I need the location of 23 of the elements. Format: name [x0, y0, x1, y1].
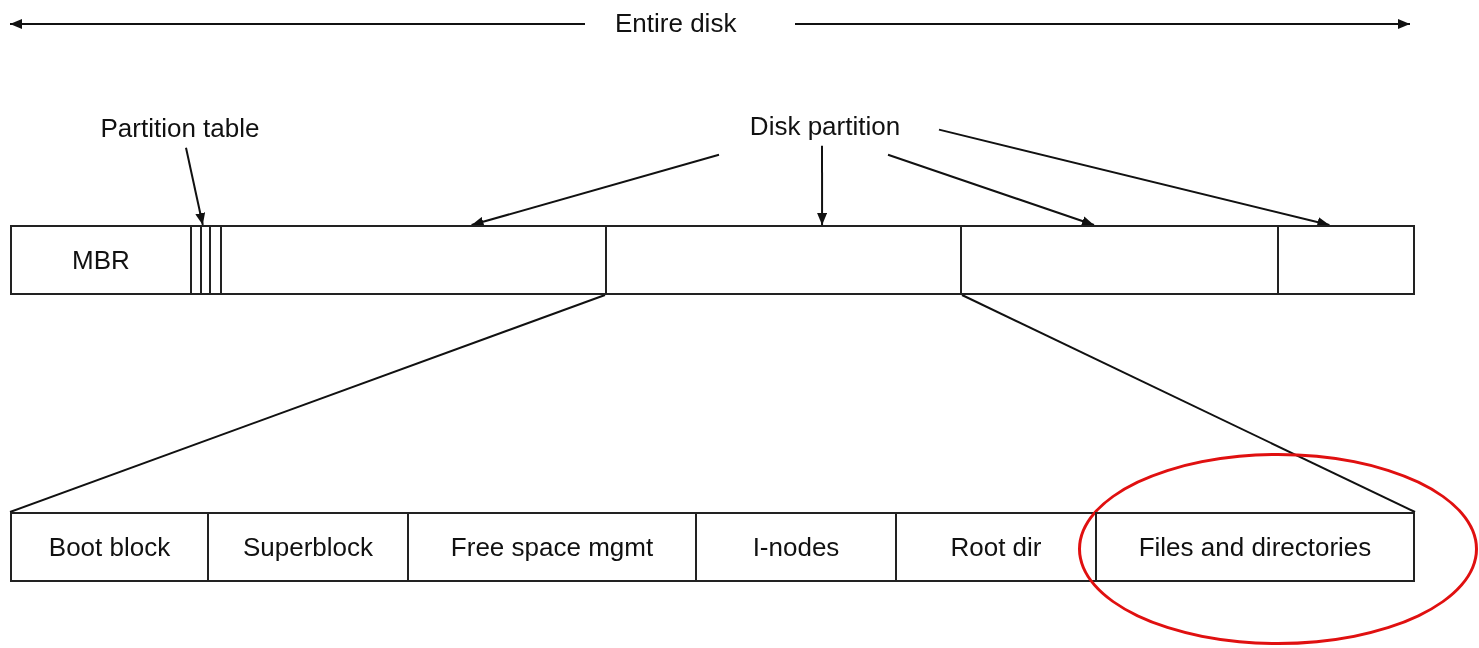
layout-block: Files and directories	[1095, 512, 1415, 582]
arrow	[887, 153, 1095, 226]
arrow	[817, 144, 828, 226]
layout-block: Free space mgmt	[407, 512, 697, 582]
layout-block: I-nodes	[695, 512, 897, 582]
arrow	[185, 146, 206, 226]
layout-block: Superblock	[207, 512, 409, 582]
highlight-ellipse	[1078, 453, 1478, 645]
layout-block: Root dir	[895, 512, 1097, 582]
disk-segment: MBR	[10, 225, 192, 295]
dimension-label: Entire disk	[615, 8, 737, 39]
connector-line	[961, 294, 1416, 513]
callout-label: Disk partition	[725, 108, 925, 144]
partition-segment	[220, 225, 607, 295]
arrow	[470, 153, 720, 227]
partition-segment	[960, 225, 1279, 295]
partition-segment	[1277, 225, 1415, 295]
partition-table-lines	[190, 225, 222, 295]
callout-label: Partition table	[80, 110, 280, 146]
connector-line	[9, 294, 606, 513]
arrow	[938, 128, 1331, 227]
partition-segment	[605, 225, 962, 295]
layout-block: Boot block	[10, 512, 209, 582]
